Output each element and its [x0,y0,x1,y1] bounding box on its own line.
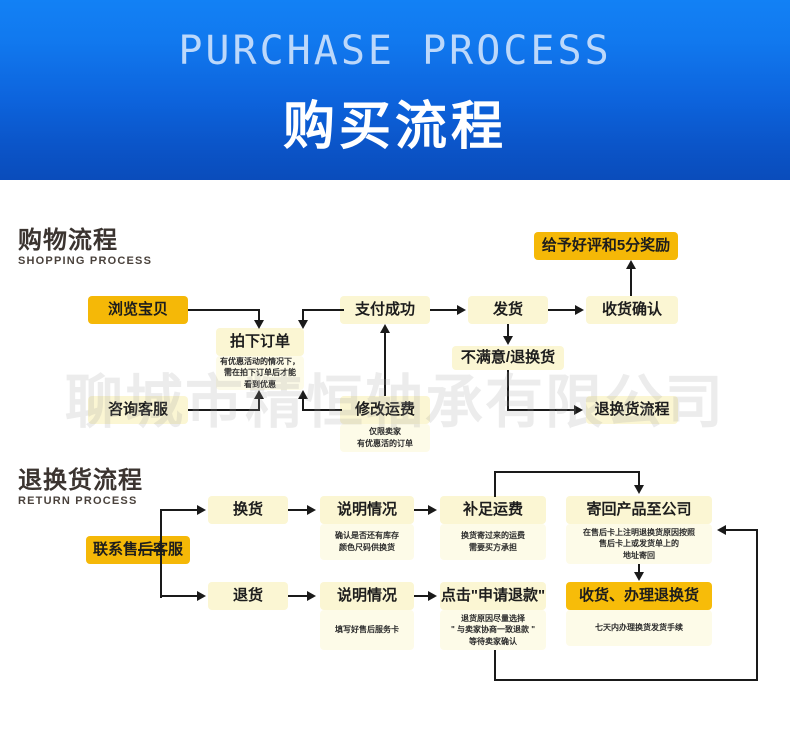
node-browse[interactable]: 浏览宝贝 [88,296,188,324]
line-right-loop-up [756,530,758,679]
note-modify-shipping: 仅限卖家 有优惠活的订单 [340,424,430,452]
line-aftersales-stem [138,549,162,551]
note-make-up-shipping: 换货寄过来的运费 需要买方承担 [440,524,546,560]
line-service-right [188,409,260,411]
node-pay-success[interactable]: 支付成功 [340,296,430,324]
node-contact-service[interactable]: 咨询客服 [88,396,188,424]
line-explain-to-shipping [414,509,430,511]
node-dissatisfied[interactable]: 不满意/退换货 [452,346,564,370]
line-explain-to-apply [414,595,430,597]
node-process-return[interactable]: 收货、办理退换货 [566,582,712,610]
line-dissatisfied-down [507,370,509,409]
arrow-exchange-to-explain [307,505,316,515]
line-ship-to-dissatisfied [507,324,509,338]
line-bottom-loop [494,679,758,681]
node-exchange-explain[interactable]: 说明情况 [320,496,414,524]
line-sendback-down [638,471,640,487]
node-exchange[interactable]: 换货 [208,496,288,524]
note-send-back: 在售后卡上注明退换货原因按照 售后卡上或发货单上的 地址寄回 [566,524,712,564]
return-heading-cn: 退换货流程 [18,467,143,494]
line-pay-to-order [302,309,344,311]
arrow-pay-to-ship [457,305,466,315]
arrow-to-exchange [197,505,206,515]
note-process-return: 七天内办理换货发货手续 [566,610,712,646]
arrow-ship-to-dissatisfied [503,336,513,345]
arrow-explain-to-apply [428,591,437,601]
arrow-pay-to-order [298,320,308,329]
arrow-confirm-to-reward [626,260,636,269]
page-banner: PURCHASE PROCESS 购买流程 [0,0,790,180]
node-reward[interactable]: 给予好评和5分奖励 [534,232,678,260]
line-exchange-to-explain [288,509,308,511]
line-refund-to-explain [288,595,308,597]
banner-chinese-title: 购买流程 [282,98,507,156]
arrow-modify-to-order [298,390,308,399]
line-shipping-up [494,472,496,497]
line-dissatisfied-right [507,409,575,411]
return-heading-en: RETURN PROCESS [18,495,138,507]
line-aftersales-to-refund [160,595,198,597]
line-loop-into-sendback [726,529,758,531]
node-make-up-shipping[interactable]: 补足运费 [440,496,546,524]
note-apply-refund: 退货原因尽量选择 " 与卖家协商一致退款 " 等待卖家确认 [440,610,546,650]
line-modify-up [302,398,304,410]
arrow-to-refund [197,591,206,601]
arrow-to-return-flow [574,405,583,415]
node-return-flow[interactable]: 退换货流程 [586,396,678,424]
node-send-back[interactable]: 寄回产品至公司 [566,496,712,524]
arrow-to-send-back [634,485,644,494]
arrow-browse-to-order [254,320,264,329]
node-place-order[interactable]: 拍下订单 [216,328,304,356]
node-confirm-receipt[interactable]: 收货确认 [586,296,678,324]
line-service-up [258,398,260,410]
note-refund-explain: 填写好售后服务卡 [320,610,414,650]
line-confirm-to-reward [630,268,632,296]
arrow-explain-to-shipping [428,505,437,515]
line-modify-to-pay [384,332,386,396]
line-browse-to-order [188,309,260,311]
shopping-heading-en: SHOPPING PROCESS [18,255,153,267]
line-shipping-over [494,471,640,473]
note-place-order: 有优惠活动的情况下， 需在拍下订单后才能 看到优惠 [216,356,304,390]
line-modify-left [302,409,342,411]
line-pay-drop [302,309,304,322]
node-refund[interactable]: 退货 [208,582,288,610]
line-sendback-to-process [638,564,640,574]
line-browse-drop [258,309,260,322]
node-refund-explain[interactable]: 说明情况 [320,582,414,610]
node-modify-shipping[interactable]: 修改运费 [340,396,430,424]
node-ship[interactable]: 发货 [468,296,548,324]
arrow-sendback-to-process [634,572,644,581]
shopping-heading-cn: 购物流程 [18,227,118,254]
arrow-ship-to-confirm [575,305,584,315]
line-aftersales-split [160,510,162,598]
arrow-refund-to-explain [307,591,316,601]
line-ship-to-confirm [548,309,576,311]
arrow-modify-to-pay [380,324,390,333]
line-pay-to-ship [430,309,458,311]
banner-english-title: PURCHASE PROCESS [178,28,612,74]
return-process-heading: 退换货流程 RETURN PROCESS [18,468,143,508]
line-apply-down [494,650,496,681]
arrow-loop-to-send-back [717,525,726,535]
node-apply-refund[interactable]: 点击"申请退款" [440,582,546,610]
line-aftersales-to-exchange [160,509,198,511]
note-exchange-explain: 确认是否还有库存 颜色尺码供换货 [320,524,414,560]
shopping-process-heading: 购物流程 SHOPPING PROCESS [18,228,152,268]
arrow-service-to-order [254,390,264,399]
